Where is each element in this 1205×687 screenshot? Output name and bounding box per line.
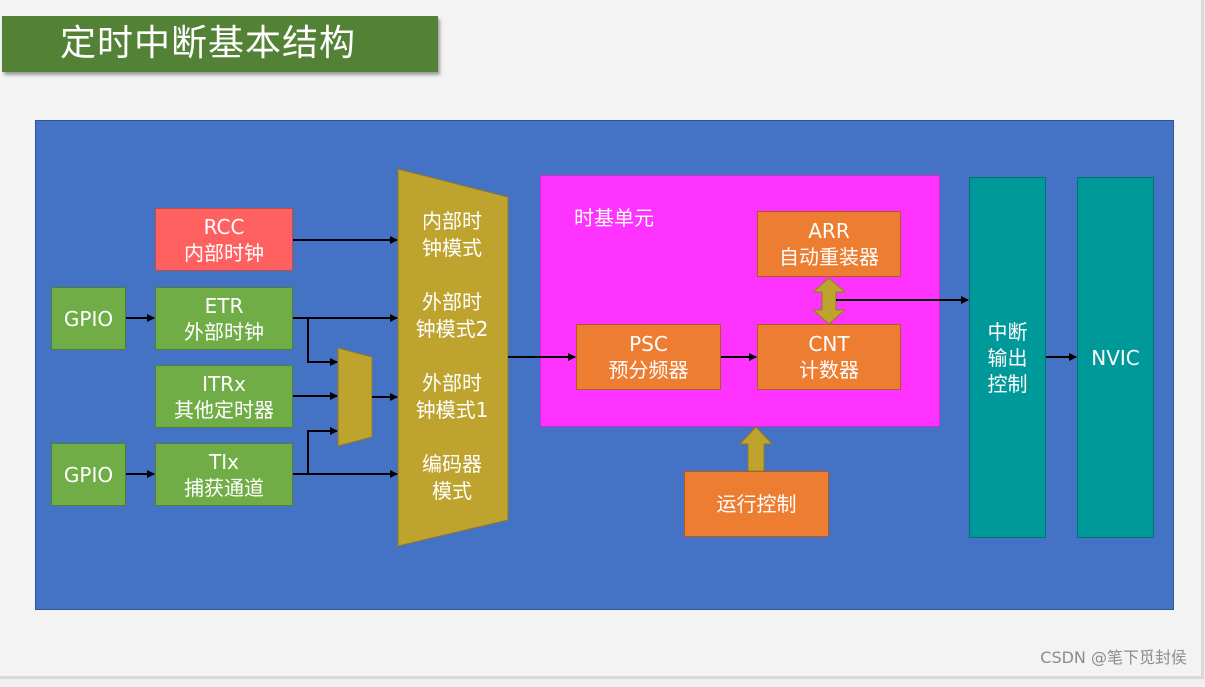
- cnt-box: CNT 计数器: [757, 324, 901, 390]
- gpio-box-top: GPIO: [51, 287, 126, 350]
- mode-ext2-line2: 钟模式2: [415, 317, 489, 341]
- arr-label: ARR: [808, 219, 850, 243]
- mode-selector-trapezoid: [397, 168, 509, 547]
- tix-label: TIx: [209, 449, 239, 474]
- page-title: 定时中断基本结构: [2, 16, 438, 72]
- rcc-sublabel: 内部时钟: [184, 240, 264, 265]
- etr-label: ETR: [204, 293, 244, 318]
- interrupt-output-line3: 控制: [987, 371, 1028, 396]
- interrupt-output-line1: 中断: [987, 319, 1028, 344]
- arr-cnt-double-arrow: [811, 277, 847, 325]
- gpio-label-bottom: GPIO: [63, 462, 114, 487]
- itrx-box: ITRx 其他定时器: [155, 365, 293, 428]
- interrupt-output-line2: 输出: [987, 345, 1028, 370]
- mode-ext2-line1: 外部时: [422, 290, 482, 314]
- interrupt-output-box: 中断 输出 控制: [969, 177, 1046, 538]
- psc-label: PSC: [629, 332, 668, 356]
- mode-ext1-line2: 钟模式1: [415, 398, 489, 422]
- arrow-tix-mux: [307, 427, 338, 474]
- arr-sublabel: 自动重装器: [779, 245, 879, 269]
- mode-internal-clock: 内部时 钟模式: [398, 208, 506, 262]
- watermark: CSDN @笔下觅封侯: [1040, 648, 1187, 667]
- mode-internal-line1: 内部时: [422, 209, 482, 233]
- psc-box: PSC 预分频器: [576, 324, 721, 390]
- cnt-sublabel: 计数器: [799, 358, 859, 382]
- tix-box: TIx 捕获通道: [155, 443, 293, 506]
- arrow-etr-mux: [307, 318, 338, 366]
- time-base-label: 时基单元: [574, 206, 654, 230]
- nvic-label: NVIC: [1091, 345, 1140, 370]
- gpio-box-bottom: GPIO: [51, 443, 126, 506]
- run-control-up-arrow: [738, 426, 774, 472]
- itrx-sublabel: 其他定时器: [174, 397, 274, 422]
- gpio-label-top: GPIO: [63, 306, 114, 331]
- mode-encoder-line2: 模式: [432, 479, 472, 503]
- run-control-label: 运行控制: [716, 492, 797, 516]
- mode-internal-line2: 钟模式: [422, 236, 482, 260]
- mode-ext1-line1: 外部时: [422, 371, 482, 395]
- trigger-mux-trapezoid: [337, 347, 373, 447]
- tix-sublabel: 捕获通道: [184, 475, 264, 500]
- itrx-label: ITRx: [202, 371, 246, 396]
- arr-box: ARR 自动重装器: [757, 211, 901, 277]
- etr-sublabel: 外部时钟: [184, 319, 264, 344]
- nvic-box: NVIC: [1077, 177, 1154, 538]
- etr-box: ETR 外部时钟: [155, 287, 293, 350]
- cnt-label: CNT: [808, 332, 850, 356]
- mode-encoder-line1: 编码器: [422, 452, 482, 476]
- mode-external-clock-2: 外部时 钟模式2: [398, 289, 506, 343]
- psc-sublabel: 预分频器: [608, 358, 689, 382]
- run-control-box: 运行控制: [684, 471, 829, 537]
- rcc-label: RCC: [203, 214, 245, 239]
- mode-encoder: 编码器 模式: [398, 451, 506, 505]
- rcc-box: RCC 内部时钟: [155, 208, 293, 271]
- mode-external-clock-1: 外部时 钟模式1: [398, 370, 506, 424]
